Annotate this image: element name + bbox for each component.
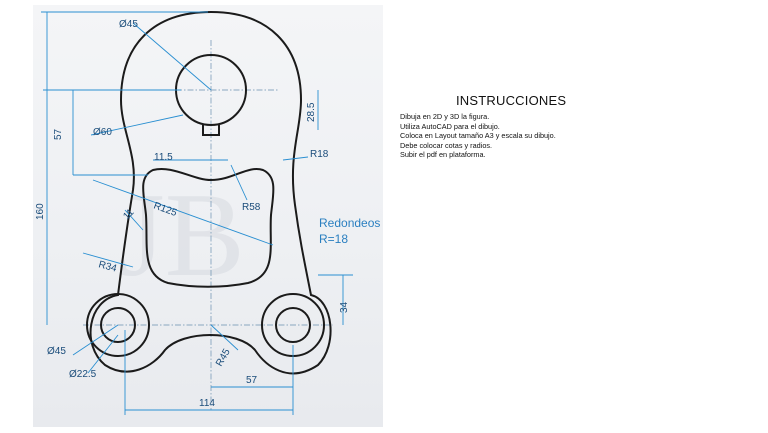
dim-leader-d60 xyxy=(90,114,184,136)
dim-text-57-horizontal: 57 xyxy=(246,375,258,386)
dim-leader-11 xyxy=(124,209,144,231)
instruction-item: Debe colocar cotas y radios. xyxy=(400,140,493,150)
dim-leader-d22-5 xyxy=(87,334,119,374)
dim-leader-r125 xyxy=(92,179,274,246)
drawing-svg: JB xyxy=(35,10,380,415)
dim-text-d60: Ø60 xyxy=(93,127,112,138)
technical-drawing: JB xyxy=(33,5,383,427)
dim-leader-r18 xyxy=(282,156,309,161)
dim-text-d45-left: Ø45 xyxy=(47,346,66,357)
left-hole xyxy=(100,307,136,343)
instruction-item: Subir el pdf en plataforma. xyxy=(400,150,486,159)
right-hole xyxy=(275,307,311,343)
fillet-note-line2: R=18 xyxy=(319,232,348,246)
part-outline xyxy=(89,10,332,375)
dim-text-11-5: 11.5 xyxy=(154,152,173,163)
instructions-title: INSTRUCCIONES xyxy=(456,93,567,108)
dim-text-d22-5: Ø22.5 xyxy=(69,369,97,380)
keyway-slot xyxy=(202,125,220,136)
dim-leader-r58 xyxy=(230,164,248,201)
dim-text-r58: R58 xyxy=(242,202,261,213)
instruction-item: Utiliza AutoCAD para el dibujo. xyxy=(400,121,500,131)
instructions-list: Dibuja en 2D y 3D la figura. Utiliza Aut… xyxy=(400,112,740,160)
dim-text-r18: R18 xyxy=(310,149,329,160)
dim-text-57-vertical: 57 xyxy=(53,128,64,140)
dim-text-34: 34 xyxy=(339,301,350,313)
dim-text-114: 114 xyxy=(199,398,215,409)
dim-leader-d45-left xyxy=(72,324,119,356)
center-window xyxy=(142,167,275,288)
left-boss xyxy=(86,293,150,357)
dim-text-160: 160 xyxy=(35,203,46,220)
instructions-panel: INSTRUCCIONES Dibuja en 2D y 3D la figur… xyxy=(400,93,740,160)
dim-leader-d45 xyxy=(132,22,212,91)
watermark: JB xyxy=(118,168,245,301)
fillet-note-line1: Redondeos xyxy=(319,216,380,230)
dim-text-d45-top: Ø45 xyxy=(119,19,138,30)
instruction-item: Coloca en Layout tamaño A3 y escala su d… xyxy=(400,131,556,140)
dim-leader-r45 xyxy=(210,324,239,351)
dim-leader-r34 xyxy=(82,252,134,268)
dim-text-r45: R45 xyxy=(214,347,233,369)
instruction-item: Dibuja en 2D y 3D la figura. xyxy=(400,112,490,121)
dim-text-r34: R34 xyxy=(97,259,118,274)
dim-text-28-5: 28.5 xyxy=(306,102,317,122)
